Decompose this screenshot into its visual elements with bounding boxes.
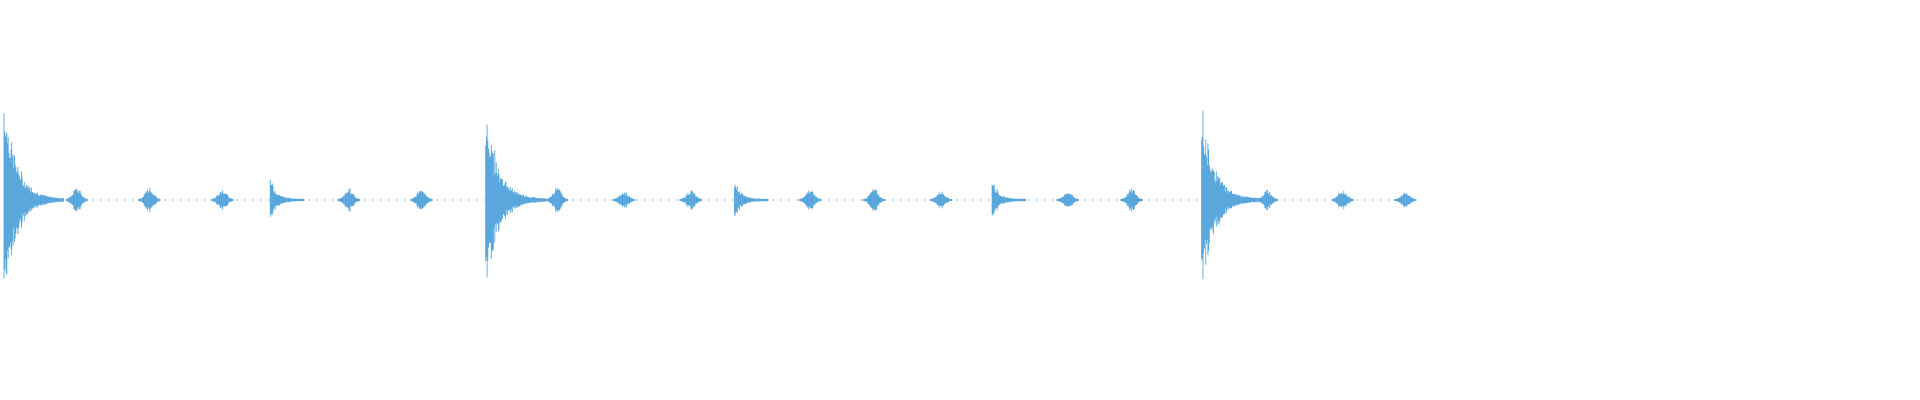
waveform-event-3 — [138, 187, 161, 213]
waveform-event-path — [337, 188, 360, 212]
waveform-event-1 — [3, 113, 64, 279]
waveform-event-20 — [1255, 189, 1279, 211]
waveform-event-21 — [1331, 190, 1354, 210]
waveform-events — [3, 110, 1417, 280]
waveform-event-18 — [1120, 188, 1143, 212]
waveform-event-path — [1201, 110, 1262, 280]
waveform-event-path — [929, 191, 953, 209]
waveform-event-path — [210, 190, 234, 210]
waveform-event-12 — [734, 184, 769, 217]
waveform-event-path — [991, 184, 1027, 216]
waveform-event-4 — [210, 190, 234, 210]
waveform-event-16 — [991, 184, 1027, 216]
waveform-event-8 — [485, 124, 546, 278]
waveform-event-17 — [1056, 193, 1079, 207]
waveform-event-path — [269, 179, 305, 217]
waveform-event-22 — [1393, 192, 1417, 208]
waveform-event-path — [410, 190, 433, 210]
waveform-event-9 — [545, 188, 569, 212]
waveform-event-11 — [679, 190, 702, 210]
waveform-event-path — [1056, 193, 1079, 207]
waveform-event-path — [485, 124, 546, 278]
waveform-event-path — [545, 188, 569, 212]
waveform-event-19 — [1201, 110, 1262, 280]
waveform-event-14 — [862, 188, 886, 212]
waveform-event-5 — [269, 179, 305, 217]
waveform-event-path — [612, 192, 635, 208]
waveform-event-path — [65, 188, 88, 212]
waveform-event-path — [1393, 192, 1417, 208]
waveform-event-7 — [410, 190, 433, 210]
waveform-event-path — [3, 113, 64, 279]
waveform-event-15 — [929, 191, 953, 209]
waveform-event-path — [798, 190, 822, 210]
waveform-event-path — [1120, 188, 1143, 212]
waveform-event-path — [679, 190, 702, 210]
waveform-event-path — [138, 187, 161, 213]
waveform-event-path — [862, 188, 886, 212]
waveform-event-6 — [337, 188, 360, 212]
waveform-event-2 — [65, 188, 88, 212]
waveform-event-path — [1331, 190, 1354, 210]
waveform-event-path — [1255, 189, 1279, 211]
waveform-event-10 — [612, 192, 635, 208]
waveform-event-13 — [798, 190, 822, 210]
waveform-event-path — [734, 184, 769, 217]
